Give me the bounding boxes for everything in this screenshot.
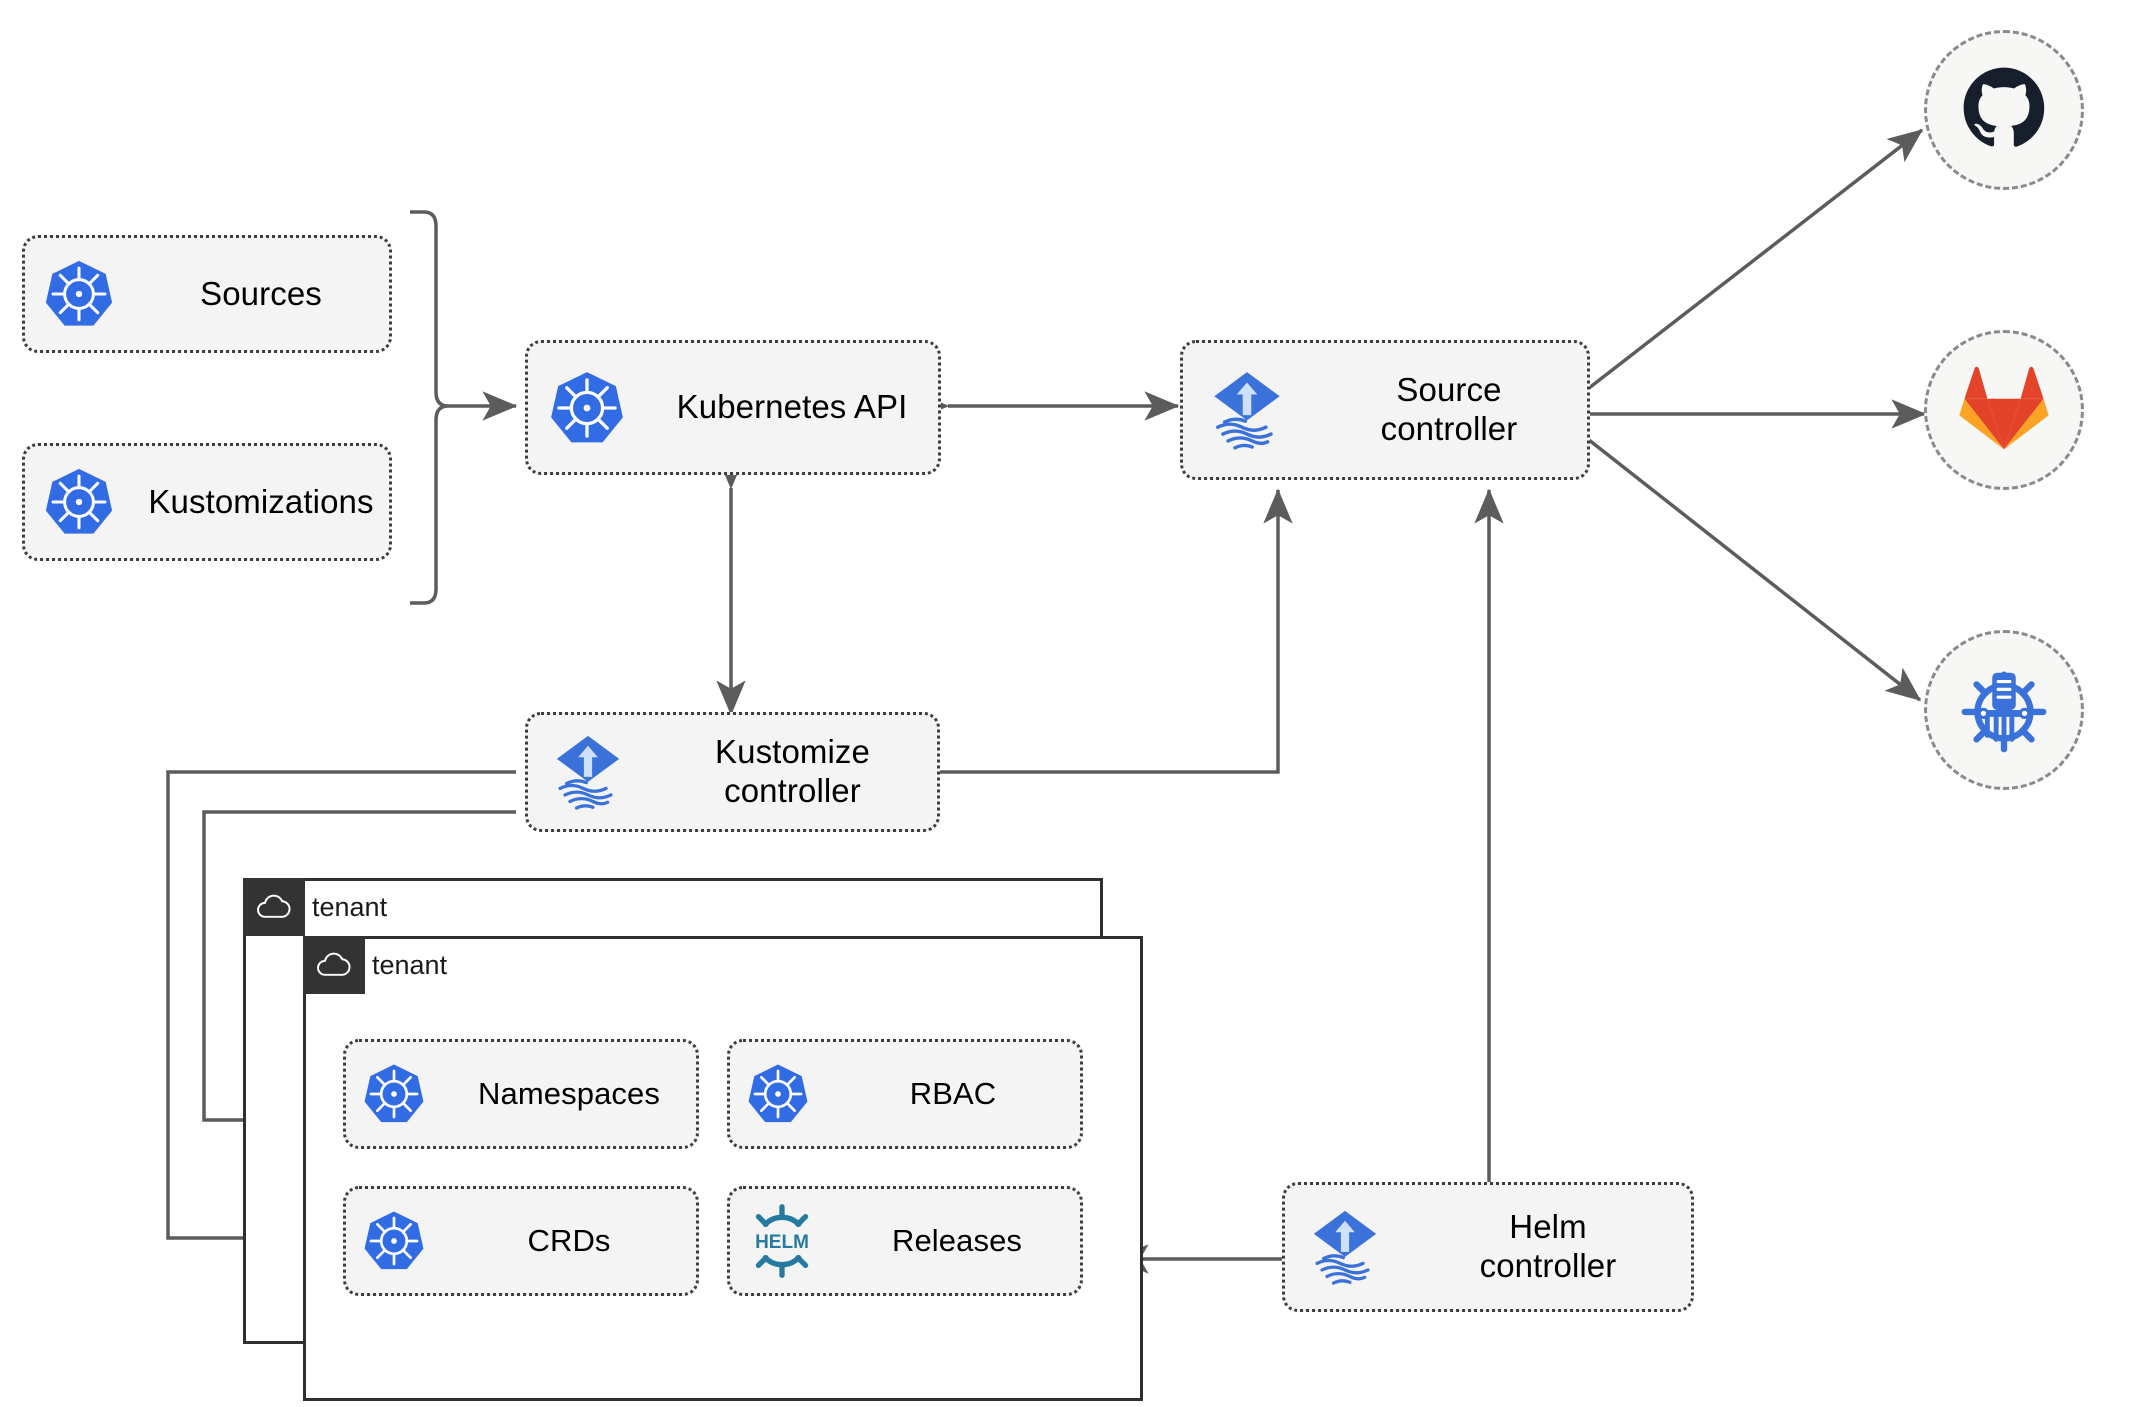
bucket-icon xyxy=(1955,659,2053,762)
helm-icon: HELM xyxy=(730,1203,834,1279)
tenant-frame-front[interactable]: tenant Namespaces xyxy=(303,936,1143,1401)
node-label: Helm controller xyxy=(1479,1208,1617,1284)
node-sources[interactable]: Sources xyxy=(22,235,392,353)
kubernetes-icon xyxy=(528,369,646,447)
cloud-icon xyxy=(243,878,305,936)
provider-bucket[interactable] xyxy=(1924,630,2084,790)
node-kustomize-controller[interactable]: Kustomize controller xyxy=(525,712,940,832)
tenant-label: tenant xyxy=(312,891,388,922)
resource-label: Releases xyxy=(891,1222,1023,1258)
node-label: Kustomize controller xyxy=(715,733,870,809)
node-label: Kustomizations xyxy=(148,482,374,520)
svg-text:HELM: HELM xyxy=(755,1232,809,1253)
flux-icon xyxy=(1285,1206,1405,1288)
cloud-icon xyxy=(303,936,365,994)
flux-icon xyxy=(1183,367,1311,453)
node-helm-controller[interactable]: Helm controller xyxy=(1282,1182,1694,1312)
kubernetes-icon xyxy=(730,1062,826,1126)
resource-crds[interactable]: CRDs xyxy=(343,1186,699,1296)
provider-github[interactable] xyxy=(1924,30,2084,190)
node-source-controller[interactable]: Source controller xyxy=(1180,340,1590,480)
node-kubernetes-api[interactable]: Kubernetes API xyxy=(525,340,941,475)
resource-rbac[interactable]: RBAC xyxy=(727,1039,1083,1149)
tenant-label: tenant xyxy=(372,949,448,980)
resource-label: Namespaces xyxy=(478,1075,660,1111)
kubernetes-icon xyxy=(346,1062,442,1126)
node-kustomizations[interactable]: Kustomizations xyxy=(22,443,392,561)
node-label: Sources xyxy=(200,274,322,312)
resource-namespaces[interactable]: Namespaces xyxy=(343,1039,699,1149)
kubernetes-icon xyxy=(25,466,133,538)
flux-icon xyxy=(528,731,648,813)
kubernetes-icon xyxy=(346,1209,442,1273)
node-label: Kubernetes API xyxy=(676,388,908,426)
resource-label: RBAC xyxy=(909,1075,997,1111)
node-label: Source controller xyxy=(1380,371,1518,447)
github-icon xyxy=(1956,60,2052,161)
resource-releases[interactable]: HELM Releases xyxy=(727,1186,1083,1296)
gitlab-icon xyxy=(1958,364,2050,457)
kubernetes-icon xyxy=(25,258,133,330)
provider-gitlab[interactable] xyxy=(1924,330,2084,490)
resource-label: CRDs xyxy=(527,1222,611,1258)
